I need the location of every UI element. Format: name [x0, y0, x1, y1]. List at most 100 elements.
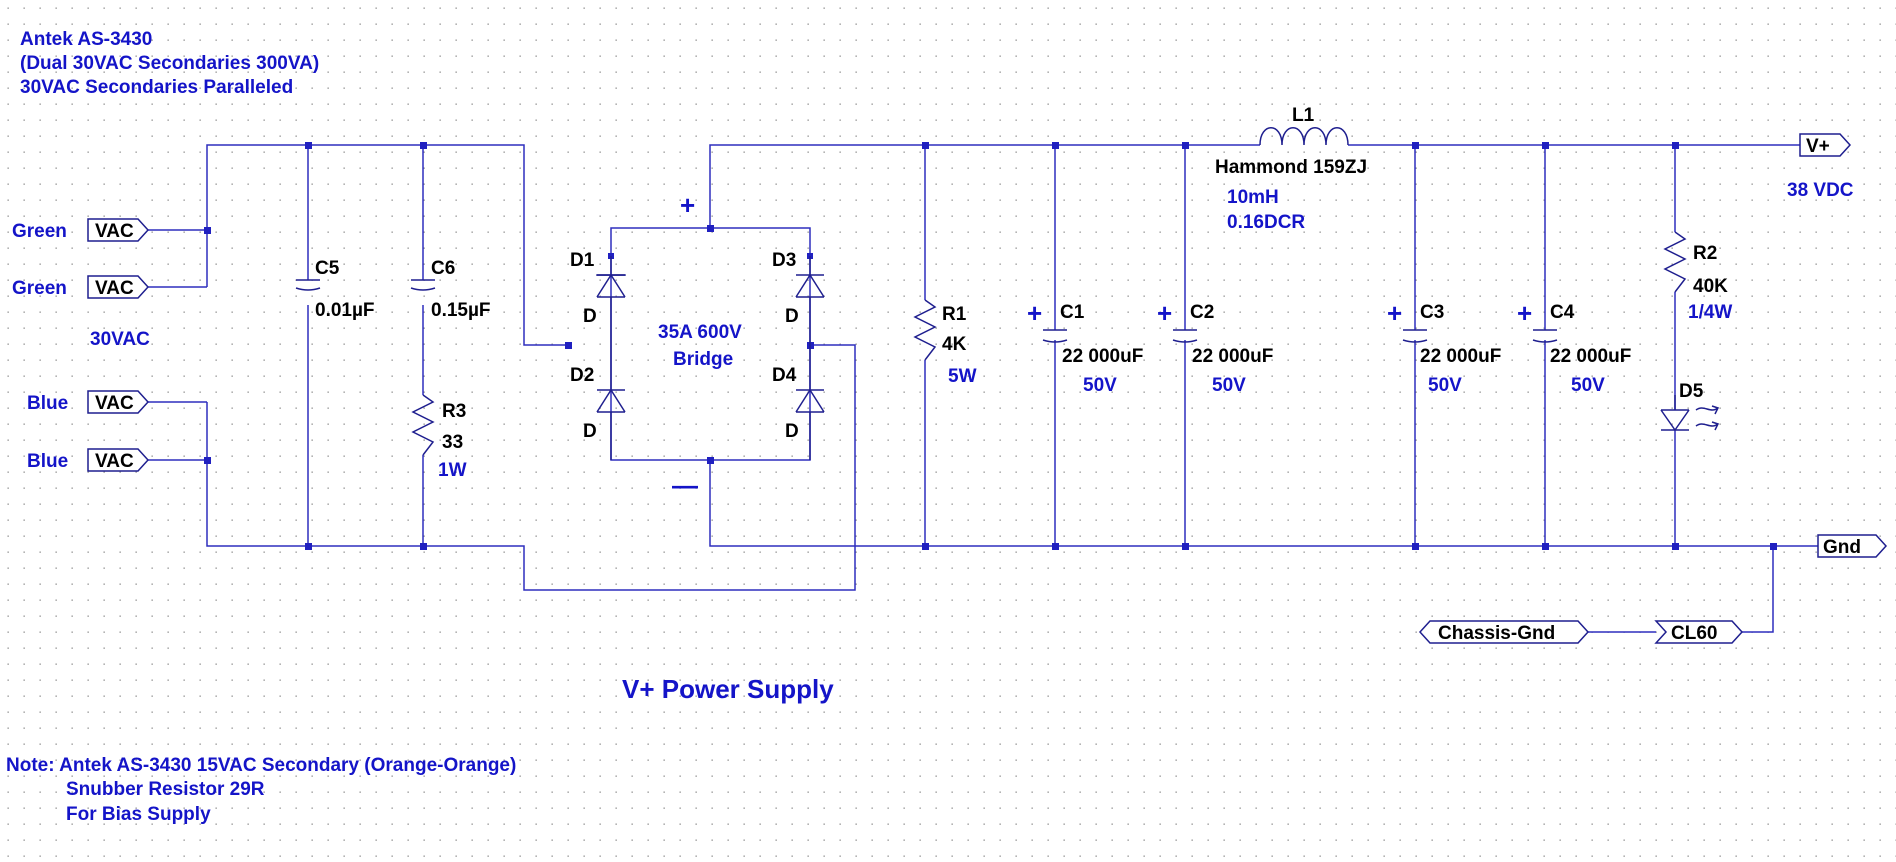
c5-name: C5: [315, 258, 340, 279]
r1-power: 5W: [948, 366, 977, 387]
schematic-title: V+ Power Supply: [622, 674, 834, 704]
capacitor-c1[interactable]: [1042, 329, 1068, 343]
port-label-vac: VAC: [95, 221, 134, 242]
port-label-vac: VAC: [95, 451, 134, 472]
d2-model: D: [583, 421, 597, 442]
r3-value: 33: [442, 432, 463, 453]
diode-d4-symbol: [795, 345, 825, 460]
wire-label-blue-2: Blue: [27, 451, 68, 472]
input-port-green-1[interactable]: VAC: [87, 218, 150, 242]
c2-value: 22 000uF: [1192, 346, 1273, 367]
note-line-2: Snubber Resistor 29R: [66, 779, 265, 800]
inductor-l1-symbol: [1259, 127, 1349, 146]
input-port-green-2[interactable]: VAC: [87, 275, 150, 299]
led-d5[interactable]: [1660, 395, 1720, 432]
d4-model: D: [785, 421, 799, 442]
inductor-l1[interactable]: [1259, 127, 1349, 146]
note-line-1: Note: Antek AS-3430 15VAC Secondary (Ora…: [6, 755, 516, 776]
c1-name: C1: [1060, 302, 1085, 323]
c3-value: 22 000uF: [1420, 346, 1501, 367]
r2-name: R2: [1693, 243, 1717, 264]
c2-name: C2: [1190, 302, 1214, 323]
c3-voltage: 50V: [1428, 375, 1462, 396]
input-port-blue-1[interactable]: VAC: [87, 390, 150, 414]
wire-label-green-1: Green: [12, 221, 67, 242]
r1-value: 4K: [942, 334, 967, 355]
diode-d2-symbol: [596, 345, 626, 460]
diode-d2[interactable]: [596, 345, 626, 460]
d4-name: D4: [772, 365, 797, 386]
l1-model: Hammond 159ZJ: [1215, 157, 1367, 178]
header-line-1: Antek AS-3430: [20, 29, 152, 50]
c4-value: 22 000uF: [1550, 346, 1631, 367]
port-chassis-gnd[interactable]: Chassis-Gnd: [1418, 620, 1590, 644]
capacitor-c4-symbol: [1532, 329, 1558, 343]
capacitor-c2-symbol: [1172, 329, 1198, 343]
c4-voltage: 50V: [1571, 375, 1605, 396]
resistor-r3[interactable]: [411, 394, 435, 456]
c4-polarity: +: [1517, 298, 1532, 328]
port-label-vac: VAC: [95, 278, 134, 299]
cl60-label: CL60: [1671, 623, 1717, 644]
input-voltage-label: 30VAC: [90, 329, 150, 350]
chassis-gnd-label: Chassis-Gnd: [1438, 623, 1555, 644]
port-cl60[interactable]: CL60: [1654, 620, 1744, 644]
c5-value: 0.01µF: [315, 300, 375, 321]
capacitor-c3-symbol: [1402, 329, 1428, 343]
header-line-3: 30VAC Secondaries Paralleled: [20, 77, 293, 98]
r2-power: 1/4W: [1688, 302, 1732, 323]
c2-voltage: 50V: [1212, 375, 1246, 396]
vplus-label: V+: [1806, 136, 1830, 157]
r1-name: R1: [942, 304, 967, 325]
capacitor-c6[interactable]: [410, 279, 436, 291]
wires: [148, 144, 1818, 633]
diode-d4[interactable]: [795, 345, 825, 460]
d3-model: D: [785, 306, 799, 327]
resistor-r1[interactable]: [913, 299, 937, 361]
c6-name: C6: [431, 258, 455, 279]
output-port-gnd[interactable]: Gnd: [1817, 534, 1888, 558]
bridge-type: Bridge: [673, 349, 733, 370]
gnd-label: Gnd: [1823, 537, 1861, 558]
diode-d3-symbol: [795, 256, 825, 345]
resistor-r2-symbol: [1663, 231, 1687, 293]
resistor-r2[interactable]: [1663, 231, 1687, 293]
led-d5-symbol: [1660, 395, 1690, 432]
c3-name: C3: [1420, 302, 1444, 323]
l1-name: L1: [1292, 105, 1315, 126]
capacitor-c1-symbol: [1042, 329, 1068, 343]
d2-name: D2: [570, 365, 594, 386]
r3-power: 1W: [438, 460, 467, 481]
c1-polarity: +: [1027, 298, 1042, 328]
bridge-rating: 35A 600V: [658, 322, 742, 343]
capacitor-c3[interactable]: [1402, 329, 1428, 343]
note-line-3: For Bias Supply: [66, 804, 211, 825]
c1-value: 22 000uF: [1062, 346, 1143, 367]
output-port-vplus[interactable]: V+: [1799, 133, 1852, 157]
output-voltage-label: 38 VDC: [1787, 180, 1854, 201]
resistor-r1-symbol: [913, 299, 937, 361]
wire-label-green-2: Green: [12, 278, 67, 299]
capacitor-c2[interactable]: [1172, 329, 1198, 343]
capacitor-c5-symbol: [295, 279, 321, 291]
c4-name: C4: [1550, 302, 1575, 323]
d1-model: D: [583, 306, 597, 327]
r3-name: R3: [442, 401, 466, 422]
diode-d3[interactable]: [795, 256, 825, 345]
resistor-r3-symbol: [411, 394, 435, 456]
bridge-plus-label: +: [680, 190, 695, 220]
d3-name: D3: [772, 250, 796, 271]
port-label-vac: VAC: [95, 393, 134, 414]
l1-inductance: 10mH: [1227, 187, 1279, 208]
capacitor-c5[interactable]: [295, 279, 321, 291]
capacitor-c4[interactable]: [1532, 329, 1558, 343]
r2-value: 40K: [1693, 276, 1728, 297]
d5-name: D5: [1679, 381, 1704, 402]
input-port-blue-2[interactable]: VAC: [87, 448, 150, 472]
c1-voltage: 50V: [1083, 375, 1117, 396]
header-line-2: (Dual 30VAC Secondaries 300VA): [20, 53, 319, 74]
l1-dcr: 0.16DCR: [1227, 212, 1305, 233]
bridge-minus-label: —: [672, 470, 698, 500]
